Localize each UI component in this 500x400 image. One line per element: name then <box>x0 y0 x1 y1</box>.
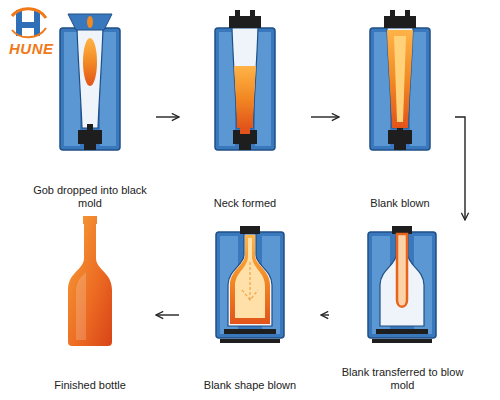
process-step: Blank blown <box>345 8 455 210</box>
step-caption: Finished bottle <box>52 379 128 392</box>
blank-mold <box>370 10 430 150</box>
finished-bottle <box>68 216 112 346</box>
step-caption: Blank blown <box>368 197 431 210</box>
step-caption: Blank transferred to blow mold <box>335 366 470 392</box>
step-caption: Neck formed <box>212 197 278 210</box>
process-step: Blank transferred to blow mold <box>335 222 470 392</box>
blank-mold <box>60 14 120 150</box>
blow-mold <box>368 226 436 343</box>
blank-mold <box>215 10 275 150</box>
logo-text: HUNE <box>9 40 54 57</box>
flow-arrow <box>156 314 179 315</box>
process-step: Finished bottle <box>30 222 150 392</box>
process-step: Blank shape blown <box>185 222 315 392</box>
step-caption: Gob dropped into black mold <box>30 184 150 210</box>
flow-arrow <box>311 116 339 117</box>
blow-mold <box>216 226 284 343</box>
process-step: Neck formed <box>185 8 305 210</box>
flow-arrow <box>321 314 329 315</box>
process-step: Gob dropped into black mold <box>30 8 150 210</box>
flow-arrow <box>455 117 465 220</box>
step-caption: Blank shape blown <box>202 379 298 392</box>
logo-icon <box>12 9 46 38</box>
flow-arrow <box>156 116 179 117</box>
